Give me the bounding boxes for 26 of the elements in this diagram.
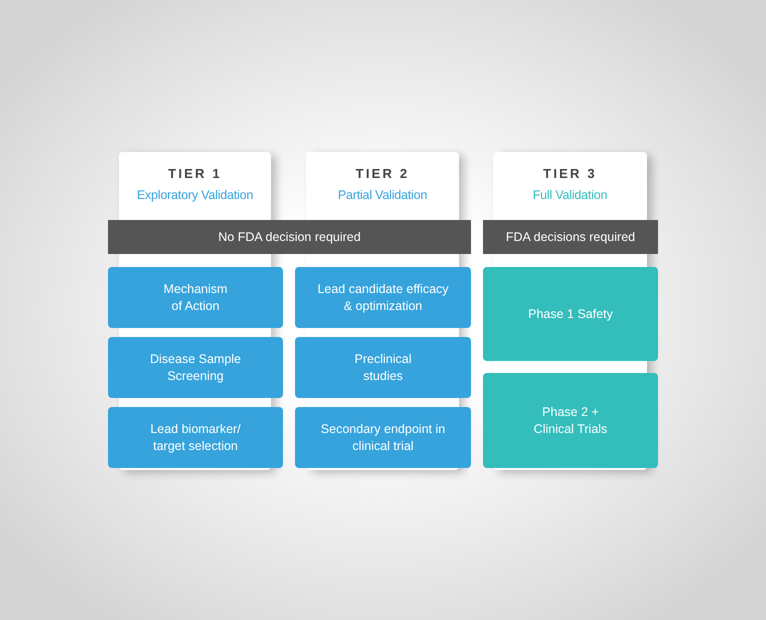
box-text: Disease Sample Screening — [148, 350, 242, 384]
process-box — [483, 373, 658, 468]
tier-heading: TIER 2 — [356, 166, 410, 181]
process-box — [295, 267, 471, 328]
tier-subtitle: Partial Validation — [338, 188, 428, 203]
process-box — [295, 337, 471, 398]
process-box — [108, 337, 283, 398]
banner-text: No FDA decision required — [218, 228, 361, 246]
process-box — [295, 407, 471, 468]
tier-heading: TIER 1 — [168, 166, 222, 181]
banner-text: FDA decisions required — [506, 228, 636, 246]
box-text: Preclinical studies — [354, 350, 412, 384]
box-text: Phase 2 + Clinical Trials — [532, 404, 608, 438]
box-text: Mechanism of Action — [162, 280, 228, 314]
process-box — [483, 267, 658, 361]
box-text: Phase 1 Safety — [528, 306, 613, 322]
box-text: Lead biomarker/ target selection — [149, 420, 242, 454]
process-box — [108, 407, 283, 468]
box-text: Lead candidate efficacy & optimization — [316, 280, 450, 314]
tier-subtitle: Exploratory Validation — [136, 188, 254, 203]
process-box — [108, 267, 283, 328]
banner-bar — [108, 220, 471, 254]
banner-bar — [483, 220, 658, 254]
box-text: Secondary endpoint in clinical trial — [320, 420, 446, 454]
tier-heading: TIER 3 — [543, 166, 597, 181]
tier-subtitle: Full Validation — [532, 188, 608, 203]
